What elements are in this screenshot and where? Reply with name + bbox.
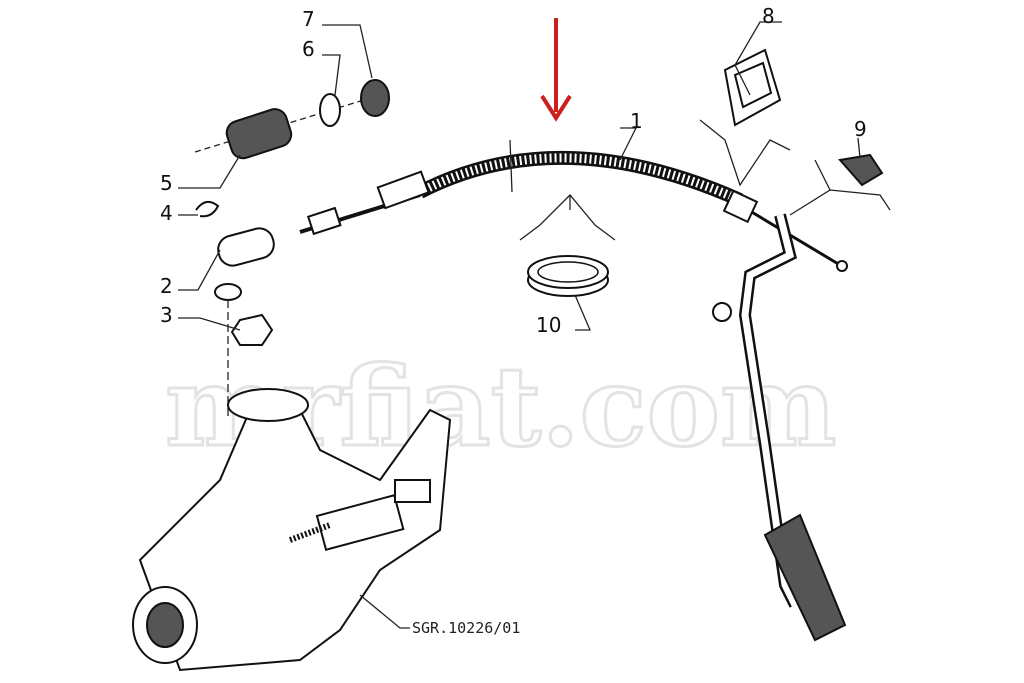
accelerator-pedal [712, 213, 847, 642]
callout-2: 2 [160, 274, 173, 298]
callout-4: 4 [160, 201, 173, 225]
callout-1: 1 [630, 109, 643, 133]
callout-8: 8 [762, 4, 775, 28]
callout-7: 7 [302, 7, 315, 31]
leader-lines [178, 21, 861, 629]
callout-5: 5 [160, 171, 173, 195]
reference-code: SGR.10226/01 [412, 619, 520, 637]
callout-9: 9 [854, 117, 867, 141]
callout-6: 6 [302, 37, 315, 61]
small-parts [195, 200, 275, 420]
cable-clip [519, 194, 616, 297]
callout-3: 3 [160, 303, 173, 327]
cable-end-parts [194, 79, 390, 160]
callout-10: 10 [536, 313, 561, 337]
accelerator-cable [299, 139, 848, 272]
pedal-clip [699, 48, 791, 187]
highlight-arrow-icon [540, 18, 572, 122]
pedal-stop [789, 153, 891, 216]
injection-pump [132, 388, 452, 672]
